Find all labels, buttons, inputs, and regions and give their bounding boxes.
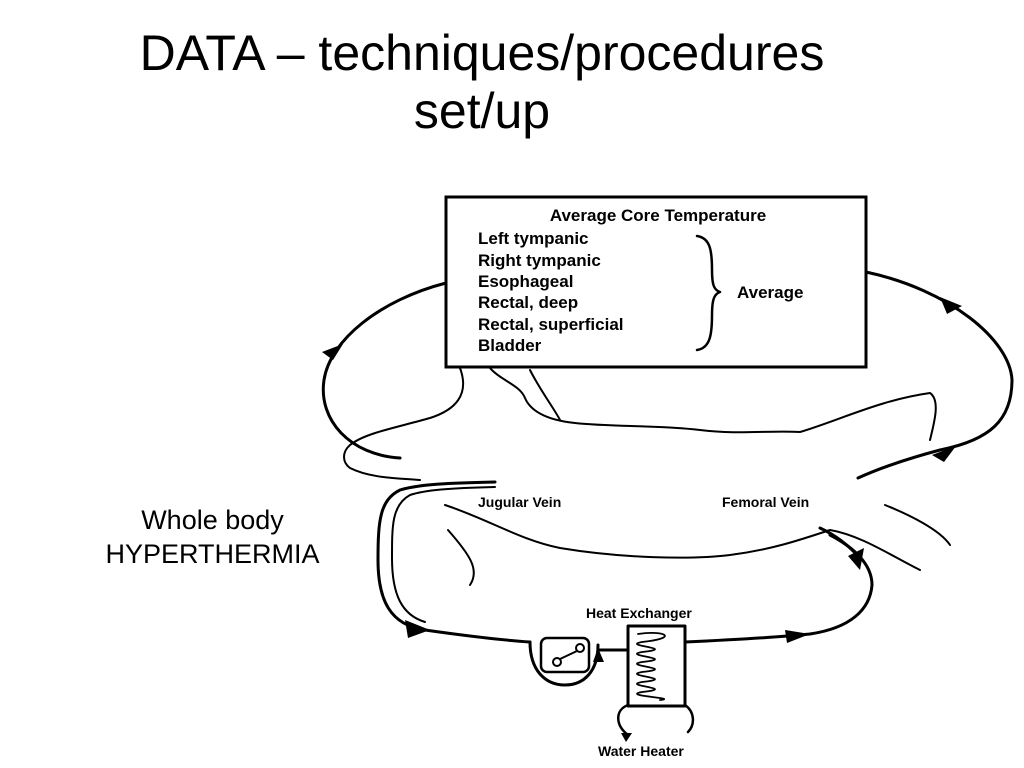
circuit-line-from-exchanger: [683, 533, 874, 644]
sensor-loop-right: [856, 270, 1014, 480]
title-line-2: set/up: [413, 83, 551, 139]
arrow-left-up: [322, 344, 343, 360]
femoral-vein-label: Femoral Vein: [722, 494, 809, 510]
side-caption: Whole body HYPERTHERMIA: [70, 503, 355, 571]
jugular-catheter: [376, 480, 497, 632]
heat-exchanger-icon: [626, 624, 687, 708]
arrow-water-heater: [621, 733, 632, 742]
jugular-catheter-inner: [391, 486, 496, 623]
heat-exchanger-label: Heat Exchanger: [586, 605, 692, 621]
sensor-loop-left: [321, 281, 448, 460]
box-heading: Average Core Temperature: [550, 206, 766, 225]
caption-line-1: Whole body: [141, 505, 284, 535]
animal-body-outline: [343, 367, 937, 481]
animal-lower-outline: [444, 504, 951, 586]
average-label: Average: [737, 283, 803, 302]
circuit-line-to-pump: [423, 628, 532, 644]
measurement-item: Bladder: [478, 336, 542, 355]
caption-line-2: HYPERTHERMIA: [105, 539, 320, 569]
pump-icon: [528, 636, 604, 687]
arrow-right-in: [932, 446, 956, 462]
measurement-item: Rectal, deep: [478, 293, 578, 312]
measurement-item: Rectal, superficial: [478, 315, 624, 334]
curly-brace: [695, 234, 722, 352]
slide-title: DATA – techniques/procedures set/up: [0, 24, 964, 140]
arrow-femoral-up: [848, 548, 864, 570]
arrow-right-down: [940, 297, 962, 314]
title-line-1: DATA – techniques/procedures: [139, 25, 825, 81]
measurement-item: Right tympanic: [478, 251, 601, 270]
temperature-box: [444, 195, 868, 369]
measurement-list: Left tympanic Right tympanic Esophageal …: [478, 229, 624, 355]
water-heater-loop: [617, 703, 695, 737]
measurement-item: Esophageal: [478, 272, 573, 291]
measurement-item: Left tympanic: [478, 229, 589, 248]
arrow-jugular-return: [405, 620, 430, 638]
water-heater-label: Water Heater: [598, 743, 684, 759]
jugular-vein-label: Jugular Vein: [478, 494, 561, 510]
arrow-circuit-bottom: [785, 630, 810, 643]
femoral-catheter: [818, 526, 860, 558]
